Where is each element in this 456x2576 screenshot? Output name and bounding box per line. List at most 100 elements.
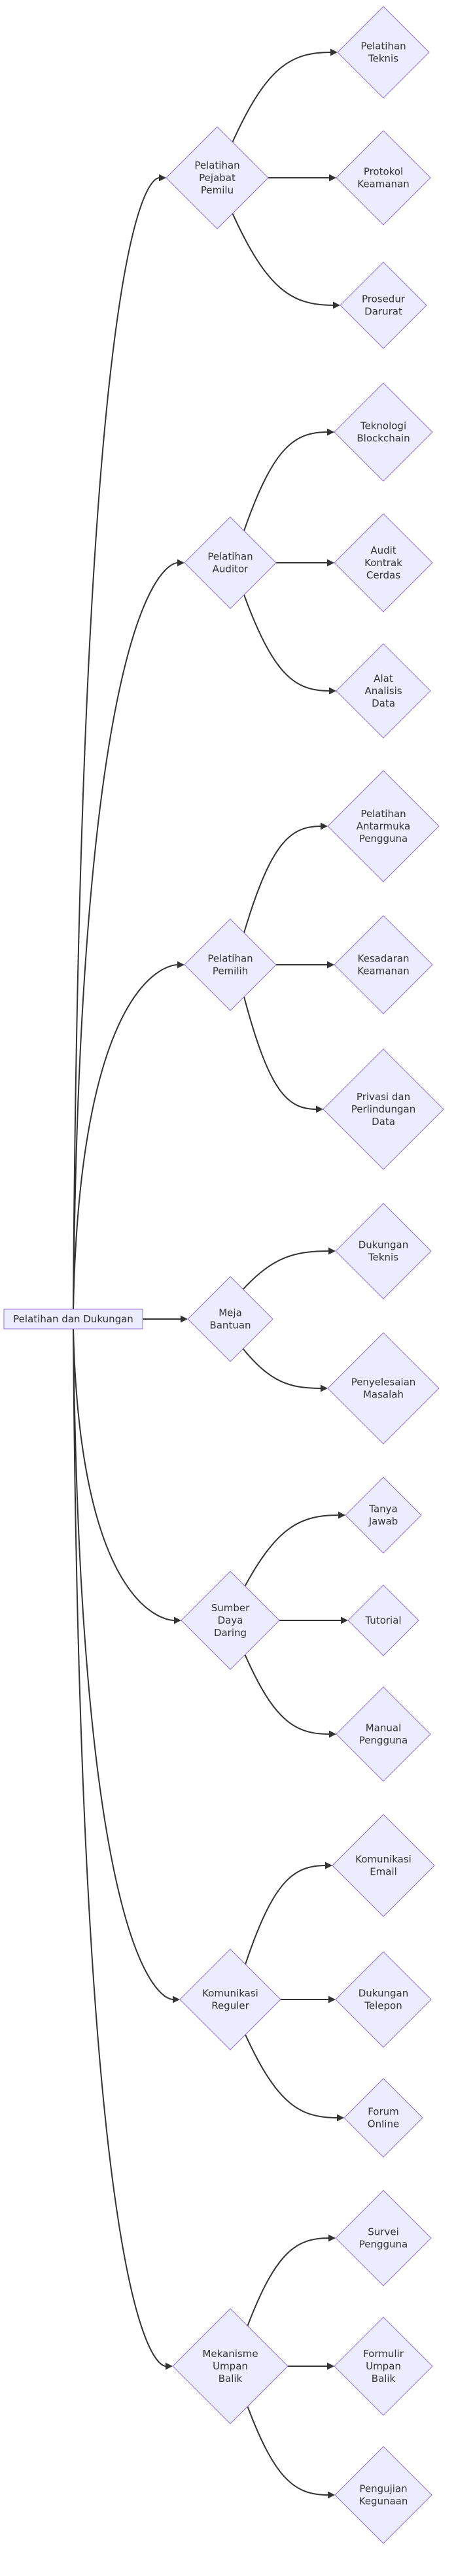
- node-label-line: Sumber: [211, 1602, 250, 1614]
- node-label-line: Privasi dan: [357, 1091, 410, 1103]
- node-label-line: Protokol: [364, 166, 403, 178]
- node-label-line: Umpan: [213, 2360, 248, 2372]
- node-shape-pelatihan-auditor: [184, 516, 277, 609]
- node-label-line: Pelatihan: [207, 953, 253, 965]
- node-label-line: Manual: [366, 1722, 402, 1734]
- node-shape-sumber-daya-daring: [181, 1571, 280, 1670]
- node-label-line: Analisis: [364, 685, 402, 697]
- node-label-line: Daya: [218, 1614, 243, 1626]
- node-label-line: Pengguna: [359, 833, 408, 845]
- node-label-line: Pelatihan: [360, 808, 406, 820]
- node-label-line: Pemilu: [201, 184, 234, 196]
- node-shape-meja-bantuan: [187, 1276, 273, 1362]
- node-label-line: Online: [368, 2118, 399, 2130]
- node-shape-alat-analisis-data: [336, 643, 431, 739]
- node-shape-mekanisme-umpan-balik: [172, 2308, 289, 2424]
- node-label-line: Forum: [368, 2106, 399, 2118]
- edge-meja-bantuan-to-penyelesaian-masalah-arrowhead: [321, 1384, 328, 1392]
- edge-root-to-pelatihan-auditor: [73, 562, 179, 1310]
- edge-meja-bantuan-to-penyelesaian-masalah: [242, 1348, 322, 1389]
- node-label-line: Pengguna: [359, 1735, 408, 1747]
- edge-sumber-daya-daring-to-manual-pengguna: [244, 1654, 330, 1735]
- edges-layer: [73, 48, 348, 2499]
- node-label-line: Prosedur: [362, 293, 406, 305]
- edge-pelatihan-pemilih-to-privasi-dan-perlindungan-data-arrowhead: [316, 1105, 323, 1113]
- edge-pelatihan-pejabat-pemilu-to-prosedur-darurat: [232, 213, 334, 306]
- node-label-line: Pemilih: [213, 965, 248, 977]
- edge-pelatihan-auditor-to-alat-analisis-data-arrowhead: [329, 687, 336, 695]
- node-label-line: Survei: [368, 2226, 398, 2238]
- node-label-line: Daring: [214, 1627, 247, 1639]
- node-label-line: Kegunaan: [359, 2496, 408, 2507]
- node-label-line: Masalah: [363, 1389, 404, 1401]
- edge-pelatihan-auditor-to-teknologi-blockchain: [243, 431, 328, 531]
- edge-root-to-pelatihan-auditor-arrowhead: [177, 559, 184, 567]
- node-label-line: Teknis: [368, 53, 398, 65]
- edge-komunikasi-reguler-to-dukungan-telepon-arrowhead: [328, 1996, 336, 2003]
- node-shape-protokol-keamanan: [336, 130, 431, 226]
- node-shape-dukungan-teknis: [335, 1203, 432, 1299]
- edge-komunikasi-reguler-to-komunikasi-email: [245, 1865, 326, 1965]
- node-label-line: Meja: [219, 1307, 242, 1319]
- node-shape-privasi-dan-perlindungan-data: [323, 1048, 444, 1170]
- edge-pelatihan-pemilih-to-kesadaran-keamanan-arrowhead: [327, 961, 334, 969]
- node-label-line: Audit: [370, 544, 396, 556]
- node-shape-audit-kontrak-cerdas: [334, 513, 433, 612]
- node-shape-manual-pengguna: [336, 1686, 431, 1782]
- node-tutorial: Tutorial: [347, 1584, 419, 1656]
- node-label-line: Data: [372, 1116, 395, 1128]
- edge-root-to-pelatihan-pemilih-arrowhead: [177, 961, 184, 969]
- node-shape-pelatihan-antarmuka-pengguna: [327, 770, 440, 882]
- edge-pelatihan-pejabat-pemilu-to-pelatihan-teknis-arrowhead: [330, 48, 338, 56]
- node-label-line: Kontrak: [364, 557, 402, 569]
- node-shape-tutorial: [347, 1584, 419, 1656]
- node-label-line: Penyelesaian: [351, 1377, 416, 1388]
- node-label-line: Tanya: [368, 1503, 397, 1515]
- node-shape-penyelesaian-masalah: [327, 1332, 440, 1445]
- edge-pelatihan-auditor-to-audit-kontrak-cerdas-arrowhead: [327, 559, 334, 567]
- node-shape-forum-online: [343, 2078, 423, 2158]
- node-label-line: Keamanan: [357, 178, 410, 190]
- node-shape-tanya-jawab: [345, 1477, 422, 1554]
- node-shape-formulir-umpan-balik: [334, 2317, 433, 2416]
- edge-root-to-meja-bantuan-arrowhead: [181, 1315, 188, 1323]
- node-shape-pelatihan-teknis: [337, 6, 430, 99]
- node-shape-pelatihan-dan-dukungan: [3, 1309, 143, 1330]
- edge-root-to-mekanisme-umpan-balik-arrowhead: [166, 2362, 173, 2370]
- node-label-line: Alat: [374, 673, 393, 684]
- edge-root-to-sumber-daya-daring-arrowhead: [174, 1616, 181, 1624]
- node-shape-kesadaran-keamanan: [334, 915, 433, 1014]
